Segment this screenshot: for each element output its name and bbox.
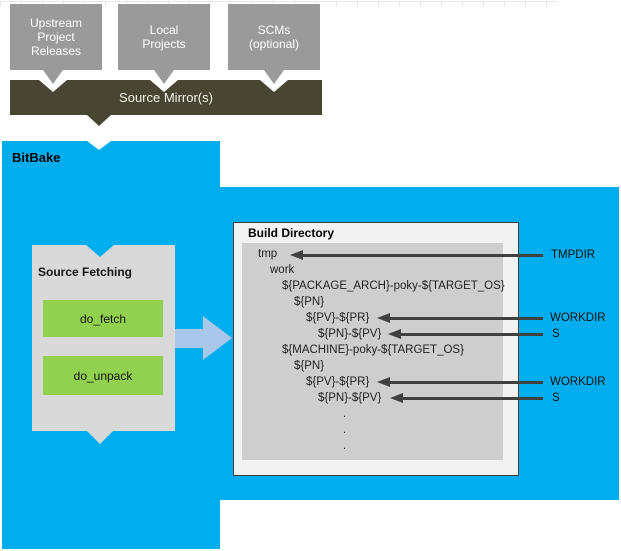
- arrow-line: [402, 396, 543, 400]
- arrow-line: [389, 380, 543, 384]
- down-arrow-tail: [43, 70, 63, 84]
- scms-optional-box: SCMs (optional): [228, 4, 320, 70]
- do-unpack-task-box: do_unpack: [43, 356, 163, 395]
- down-arrow-tail: [154, 70, 174, 84]
- left-arrow-icon: [290, 249, 303, 260]
- left-arrow-icon: [377, 312, 390, 323]
- source-fetching-title: Source Fetching: [38, 265, 133, 279]
- tree-row: ${PN}-${PV}: [318, 328, 382, 340]
- upstream-project-releases-box: Upstream Project Releases: [10, 4, 102, 70]
- tree-row: ${PACKAGE_ARCH}-poky-${TARGET_OS}: [282, 280, 505, 292]
- flow-arrow-shaft: [175, 329, 204, 348]
- s-label: S: [552, 328, 560, 340]
- tree-ellipsis-dot: .: [343, 424, 347, 436]
- local-projects-box: Local Projects: [118, 4, 210, 70]
- source-mirrors-label: Source Mirror(s): [119, 90, 213, 105]
- flow-arrow-head: [203, 316, 232, 360]
- build-directory-title: Build Directory: [248, 226, 335, 240]
- workdir-label: WORKDIR: [550, 312, 606, 324]
- directory-tree-panel: tmp work ${PACKAGE_ARCH}-poky-${TARGET_O…: [242, 243, 505, 460]
- arrow-line: [302, 253, 543, 257]
- tree-row: ${PV}-${PR}: [306, 312, 370, 324]
- down-arrow-tail: [264, 70, 284, 84]
- tree-row: ${PV}-${PR}: [306, 376, 370, 388]
- tree-row: ${PN}: [294, 296, 325, 308]
- tree-row: ${PN}: [294, 360, 325, 372]
- source-fetching-panel: [32, 245, 175, 431]
- tree-row: ${PN}-${PV}: [318, 392, 382, 404]
- arrow-line: [400, 332, 543, 336]
- tree-row: tmp: [258, 248, 278, 260]
- left-arrow-icon: [390, 392, 403, 403]
- do-fetch-task-box: do_fetch: [43, 300, 163, 337]
- tree-row: work: [270, 264, 295, 276]
- mirror-down-arrow-tail: [87, 115, 111, 126]
- s-label: S: [552, 392, 560, 404]
- tree-ellipsis-dot: .: [343, 408, 347, 420]
- workdir-label: WORKDIR: [550, 376, 606, 388]
- tree-ellipsis-dot: .: [343, 440, 347, 452]
- left-arrow-icon: [388, 328, 401, 339]
- source-fetching-down-tail: [87, 431, 113, 444]
- arrow-line: [389, 316, 543, 320]
- bitbake-label: BitBake: [12, 150, 61, 165]
- tree-row: ${MACHINE}-poky-${TARGET_OS}: [282, 344, 464, 356]
- bitbake-top-notch: [87, 141, 111, 150]
- tmpdir-label: TMPDIR: [551, 249, 596, 261]
- source-fetching-top-notch: [86, 245, 114, 257]
- left-arrow-icon: [377, 376, 390, 387]
